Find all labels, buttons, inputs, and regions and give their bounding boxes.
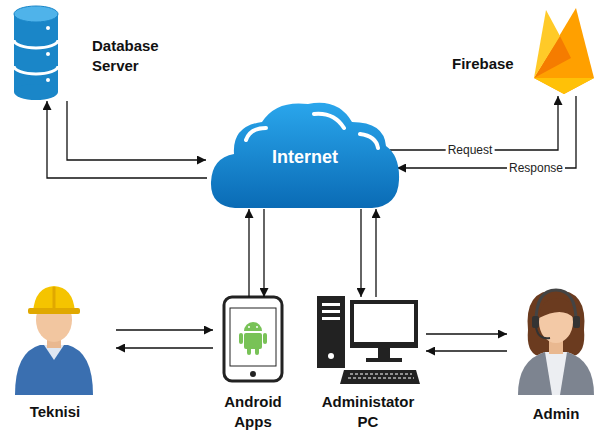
connector-arrow <box>47 101 207 178</box>
admin-figure <box>518 290 594 395</box>
edge-label: Request <box>446 143 495 157</box>
connector-arrow <box>67 101 206 160</box>
cloud-highlight <box>246 114 378 148</box>
node-label: Database Server <box>92 36 174 76</box>
android-app-node: Android Apps <box>217 295 289 432</box>
node-label: Administator PC <box>316 392 420 432</box>
connector-arrow <box>397 96 576 168</box>
connector-arrow <box>426 350 507 351</box>
connector-arrow <box>360 209 361 297</box>
database-node: Database Server <box>12 5 174 101</box>
connector-arrow <box>390 96 558 150</box>
connector-arrow <box>375 209 376 297</box>
technician-figure <box>15 286 93 395</box>
internet-cloud: Internet <box>210 100 400 212</box>
administrator-pc <box>317 296 420 384</box>
connector-arrow <box>116 329 213 330</box>
firebase-icon <box>534 8 594 94</box>
connector-arrow <box>248 209 249 297</box>
cloud-label: Internet <box>210 147 400 167</box>
node-label: Teknisi <box>15 402 95 422</box>
cloud-outline <box>211 103 399 208</box>
connector-arrow <box>426 333 507 334</box>
node-label: Android Apps <box>217 392 289 432</box>
technician-node: Teknisi <box>12 285 96 422</box>
edge-label: Response <box>507 161 565 175</box>
admin-pc-node: Administator PC <box>315 295 420 432</box>
android-phone <box>224 297 282 381</box>
connector-arrow <box>263 209 264 297</box>
database-icon <box>14 6 58 100</box>
node-label: Firebase <box>452 54 530 74</box>
connector-arrow <box>116 347 213 348</box>
admin-node: Admin <box>515 290 597 424</box>
firebase-node: Firebase <box>452 8 595 94</box>
node-label: Admin <box>521 404 591 424</box>
